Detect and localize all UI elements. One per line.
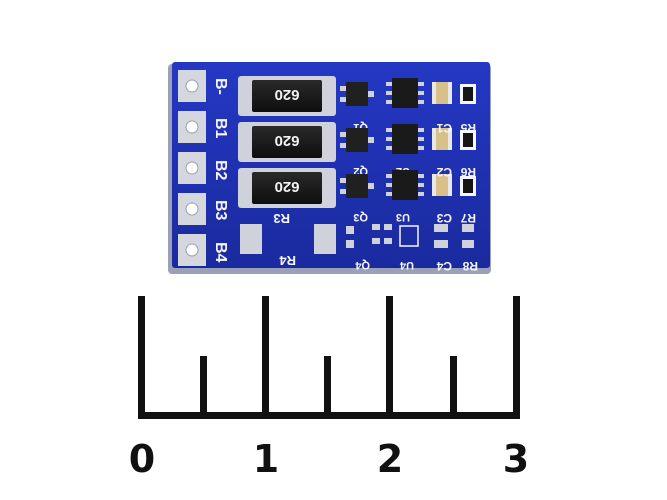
transistor-q4-label: Q4 — [354, 259, 370, 271]
capacitor-c2 — [432, 128, 452, 150]
transistor-q3: Q3 — [340, 174, 374, 223]
edge-pad-b4 — [178, 234, 206, 266]
resistor-r3-ref: R3 — [273, 211, 290, 226]
transistor-q4-pads: Q4 — [346, 226, 370, 271]
label-c4: C4 — [436, 259, 452, 273]
label-c3: C3 — [436, 211, 452, 225]
ruler-major-tick-1 — [262, 296, 269, 419]
resistor-r6 — [460, 130, 476, 150]
resistor-r8-pads — [462, 224, 474, 248]
capacitor-c3 — [432, 174, 452, 196]
label-c1: C1 — [436, 121, 452, 135]
resistor-r1-code: 620 — [274, 86, 299, 103]
ruler-major-tick-2 — [386, 296, 393, 419]
transistor-q3-label: Q3 — [353, 211, 368, 223]
ic-u3-label: U3 — [396, 211, 410, 223]
ruler-number-2: 2 — [377, 437, 403, 481]
edge-pad-b2 — [178, 152, 206, 184]
ruler-minor-tick-1-5 — [324, 356, 331, 419]
resistor-r5 — [460, 84, 476, 104]
pcb-board: B- B1 B2 B3 B4 620 R1 620 R2 620 R3 — [168, 62, 491, 274]
resistor-r7 — [460, 176, 476, 196]
ic-u2: U2 — [386, 124, 424, 177]
ruler-major-tick-3 — [513, 296, 520, 419]
ruler-minor-tick-0-5 — [200, 356, 207, 419]
edge-labels: B- B1 B2 B3 B4 — [212, 78, 229, 263]
ic-u4-label: U4 — [399, 259, 414, 271]
ruler-number-3: 3 — [503, 437, 529, 481]
ic-u4-pads: U4 — [372, 224, 419, 271]
ruler-number-0: 0 — [129, 437, 155, 481]
capacitor-c4-pads — [434, 224, 448, 248]
resistor-r1: 620 R1 — [238, 76, 336, 134]
edge-label-b4: B4 — [212, 242, 229, 263]
edge-label-b1: B1 — [212, 118, 229, 139]
ruler-major-tick-0 — [138, 296, 145, 419]
label-r5: R5 — [460, 121, 476, 135]
capacitor-c1 — [432, 82, 452, 104]
right-column-labels: C1 R5 C2 R6 C3 R7 C4 R8 — [436, 121, 478, 273]
edge-label-b2: B2 — [212, 160, 229, 181]
resistor-r2-code: 620 — [274, 132, 299, 149]
ruler-number-1: 1 — [253, 437, 279, 481]
label-c2: C2 — [436, 165, 452, 179]
edge-pads — [178, 70, 206, 266]
label-r6: R6 — [460, 165, 476, 179]
ruler-minor-tick-2-5 — [450, 356, 457, 419]
edge-label-b3: B3 — [212, 200, 229, 221]
ic-u3: U3 — [386, 170, 424, 223]
label-r7: R7 — [460, 211, 476, 225]
edge-pad-b1 — [178, 111, 206, 143]
resistor-r4-pads: R4 — [240, 224, 336, 268]
resistor-r3-code: 620 — [274, 178, 299, 195]
ruler: 0 1 2 3 — [129, 296, 529, 481]
resistor-r3: 620 R3 — [238, 168, 336, 226]
edge-pad-b-minus — [178, 70, 206, 102]
label-r8: R8 — [462, 259, 478, 273]
edge-pad-b3 — [178, 193, 206, 225]
resistor-r4-ref: R4 — [279, 253, 296, 268]
edge-label-b-minus: B- — [212, 78, 229, 95]
